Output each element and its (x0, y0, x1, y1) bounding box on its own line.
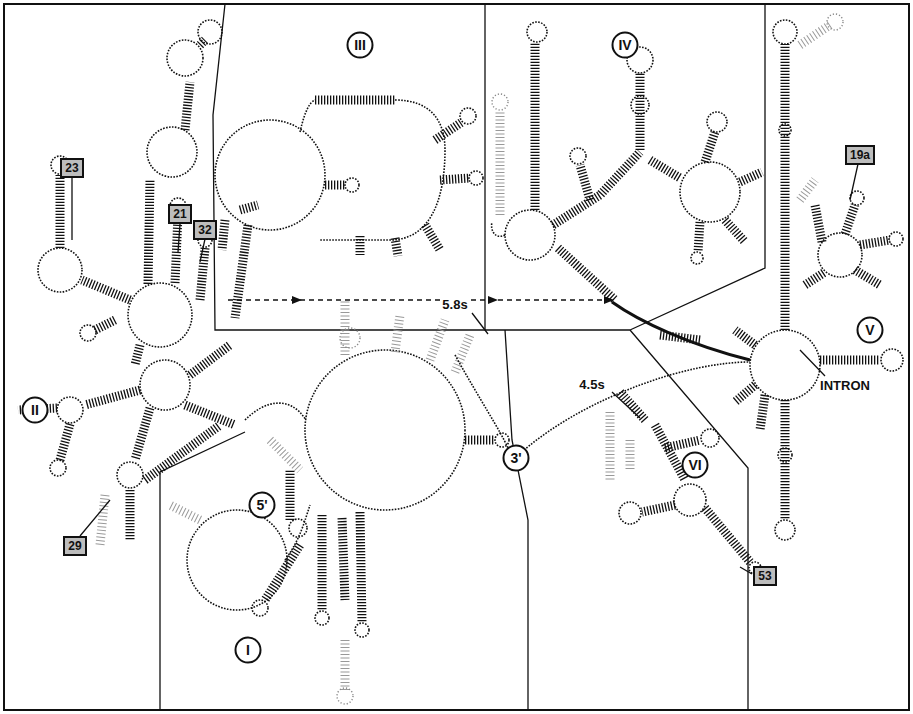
domain-label: I (246, 642, 250, 658)
domain-circle: I (234, 636, 262, 664)
domain-circle: 5' (248, 491, 276, 519)
label-text: INTRON (820, 378, 870, 393)
domain-label: V (865, 322, 874, 338)
domain-circle: VI (681, 451, 709, 479)
callout-text: 23 (65, 161, 78, 175)
callout-text: 32 (198, 223, 211, 237)
callout-number: 19a (845, 145, 875, 165)
domain-circle: II (21, 396, 49, 424)
callout-text: 19a (850, 148, 870, 162)
callout-number: 32 (193, 220, 216, 240)
domain-label: 3' (510, 450, 521, 466)
domain-label: VI (688, 457, 701, 473)
domain-circle: V (856, 316, 884, 344)
callout-number: 21 (168, 204, 191, 224)
label-text: 4.5s (579, 377, 604, 392)
callout-text: 29 (68, 539, 81, 553)
domain-label: II (31, 402, 39, 418)
domain-circle: 3' (502, 444, 530, 472)
callout-number: 29 (63, 536, 86, 556)
domain-label: IV (618, 37, 631, 53)
callout-number: 23 (60, 158, 83, 178)
callout-text: 21 (173, 207, 186, 221)
domain-circle: III (346, 31, 374, 59)
callout-number: 53 (753, 566, 776, 586)
domain-label: III (354, 37, 366, 53)
structure-label: 5.8s (440, 297, 469, 312)
domain-circle: IV (611, 31, 639, 59)
callout-text: 53 (758, 569, 771, 583)
structure-label: INTRON (818, 378, 872, 393)
domain-label: 5' (256, 497, 267, 513)
structure-label: 4.5s (577, 377, 606, 392)
label-text: 5.8s (442, 297, 467, 312)
